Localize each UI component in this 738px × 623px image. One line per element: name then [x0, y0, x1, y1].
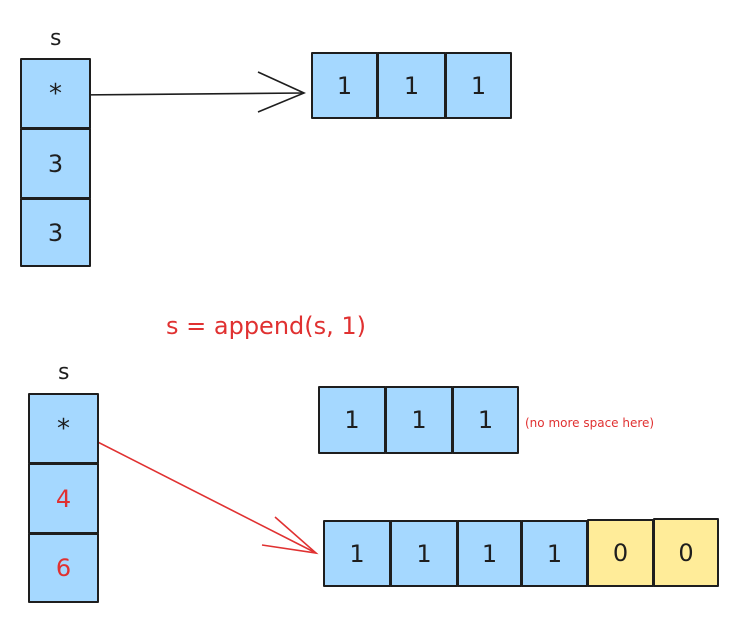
append-operation: s = append(s, 1): [166, 312, 367, 340]
top-header-len: 3: [20, 128, 91, 199]
new-array-cell-empty: 0: [587, 519, 654, 587]
new-array-cell: 1: [390, 520, 458, 587]
old-array-cell: 1: [385, 386, 453, 454]
old-array-cell: 1: [452, 386, 519, 454]
new-array-cell-empty: 0: [653, 518, 719, 587]
new-array-cell: 1: [521, 520, 588, 587]
no-space-note: (no more space here): [525, 416, 655, 430]
top-slice-label: s: [50, 26, 62, 51]
top-array-cell: 1: [377, 52, 446, 119]
old-array-cell: 1: [318, 386, 386, 454]
bottom-slice-label: s: [58, 360, 70, 385]
bottom-pointer-arrow: [79, 432, 319, 555]
new-array-cell: 1: [457, 520, 522, 587]
top-header-cap: 3: [20, 198, 91, 267]
bottom-header-cap: 6: [28, 533, 99, 603]
top-header-pointer: *: [20, 58, 91, 129]
top-pointer-arrow: [71, 71, 307, 113]
top-array-cell: 1: [445, 52, 512, 119]
top-array-cell: 1: [311, 52, 378, 119]
bottom-header-len: 4: [28, 463, 99, 534]
new-array-cell: 1: [323, 520, 391, 587]
bottom-header-pointer: *: [28, 393, 99, 464]
